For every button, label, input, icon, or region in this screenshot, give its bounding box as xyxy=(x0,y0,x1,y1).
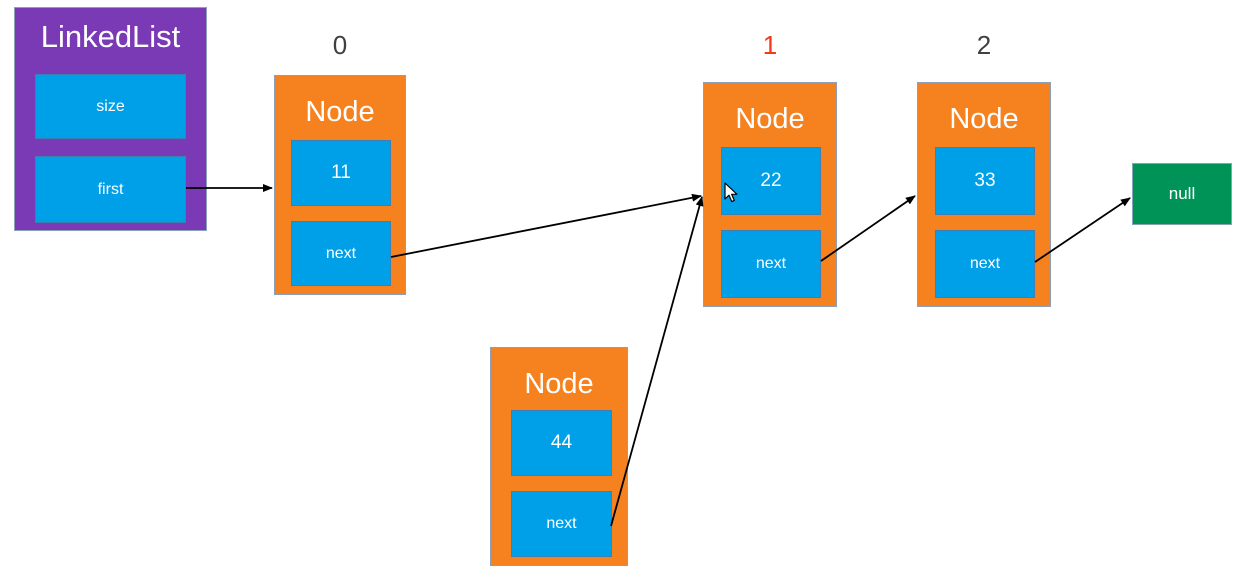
node-0-next-label: next xyxy=(325,244,357,262)
index-label-1: 1 xyxy=(762,30,778,60)
node-2-value[interactable]: 33 xyxy=(935,147,1035,215)
linkedlist-field-first-label: first xyxy=(97,180,124,198)
node-0-value[interactable]: 11 xyxy=(291,140,391,206)
node-1-next-label: next xyxy=(755,255,787,272)
linkedlist-object[interactable]: LinkedList size first xyxy=(14,7,207,231)
node-2-title: Node xyxy=(949,103,1019,135)
node-new-44-value[interactable]: 44 xyxy=(511,410,612,476)
node-new-44-title: Node xyxy=(524,368,594,400)
node-2-value-text: 33 xyxy=(974,170,996,191)
index-label-2: 2 xyxy=(976,30,992,60)
arrow-node0-to-node1 xyxy=(390,193,702,258)
linkedlist-field-size-label: size xyxy=(96,97,125,115)
node-new-44-value-text: 44 xyxy=(550,432,573,453)
node-1-title: Node xyxy=(735,103,805,135)
node-1-next[interactable]: next xyxy=(721,230,821,298)
node-new-44-next-label: next xyxy=(546,515,577,532)
node-2-next-label: next xyxy=(969,255,1001,272)
node-2-next[interactable]: next xyxy=(935,230,1035,298)
null-terminator: null xyxy=(1132,163,1232,225)
linkedlist-field-first[interactable]: first xyxy=(35,156,186,223)
node-new-44[interactable]: Node 44 next xyxy=(490,347,628,566)
node-1[interactable]: Node 22 next xyxy=(703,82,837,307)
null-label: null xyxy=(1168,184,1196,203)
node-1-value-text: 22 xyxy=(760,170,782,191)
node-0-value-text: 11 xyxy=(331,162,351,183)
node-0-next[interactable]: next xyxy=(291,221,391,286)
node-2[interactable]: Node 33 next xyxy=(917,82,1051,307)
index-label-0: 0 xyxy=(332,30,348,60)
node-1-value[interactable]: 22 xyxy=(721,147,821,215)
node-new-44-next[interactable]: next xyxy=(511,491,612,557)
node-0-title: Node xyxy=(305,96,375,128)
node-0[interactable]: Node 11 next xyxy=(274,75,406,295)
linkedlist-field-size[interactable]: size xyxy=(35,74,186,139)
linkedlist-title: LinkedList xyxy=(40,19,181,54)
